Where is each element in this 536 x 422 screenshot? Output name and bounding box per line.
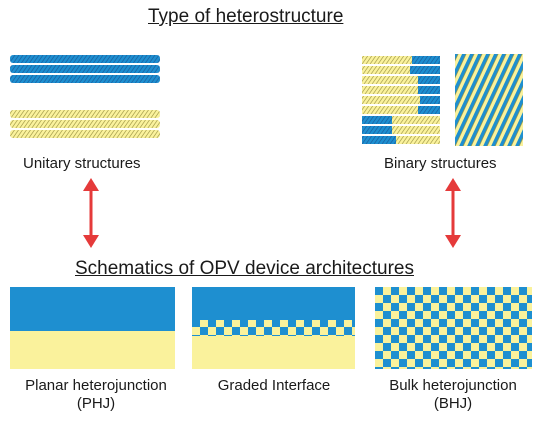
binary-lamellar-graphic: [362, 56, 440, 144]
phj-caption-line2: (PHJ): [76, 395, 116, 412]
unitary-structures-label: Unitary structures: [23, 155, 141, 172]
bulk-heterojunction-block: [375, 287, 532, 369]
graded-caption: Graded Interface: [194, 377, 354, 395]
planar-heterojunction-block: [10, 287, 175, 369]
bhj-caption-line2: (BHJ): [433, 395, 473, 412]
graded-caption-line1: Graded Interface: [217, 377, 331, 394]
blue-strands: [10, 55, 160, 83]
bhj-caption: Bulk heterojunction (BHJ): [372, 377, 534, 413]
phj-caption-line1: Planar heterojunction: [25, 377, 167, 394]
double-arrow-icon: [83, 178, 99, 248]
double-arrow-icon: [445, 178, 461, 248]
unitary-structures-graphic: [10, 55, 160, 138]
binary-structures-label: Binary structures: [384, 155, 497, 172]
bhj-caption-line1: Bulk heterojunction: [389, 377, 517, 394]
graded-interface-block: [192, 287, 355, 369]
heterostructure-title: Type of heterostructure: [148, 6, 344, 27]
yellow-strands: [10, 110, 160, 138]
opv-architectures-title: Schematics of OPV device architectures: [75, 258, 414, 279]
binary-interpenetrating-graphic: [455, 54, 523, 146]
phj-caption: Planar heterojunction (PHJ): [6, 377, 186, 413]
